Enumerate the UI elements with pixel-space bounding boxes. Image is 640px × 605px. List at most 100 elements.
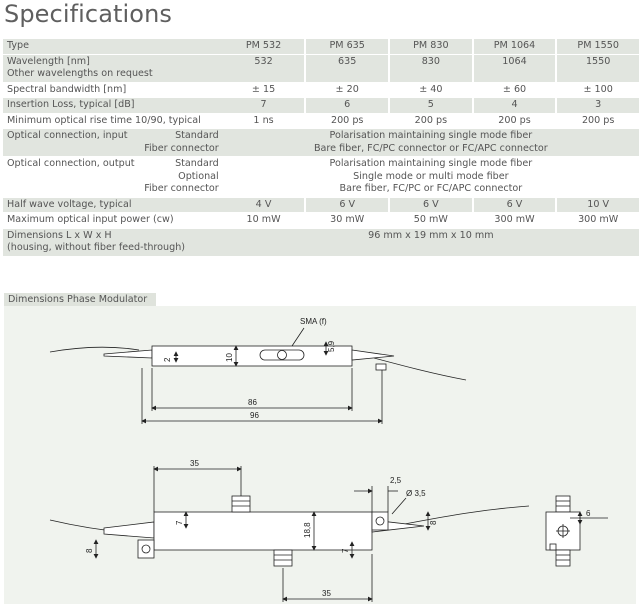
dim-label: 7 (341, 548, 350, 553)
cell-value: 830 (390, 53, 472, 82)
row-label: Spectral bandwidth [nm] (3, 81, 223, 98)
table-row: Maximum optical input power (cw) 10 mW 3… (3, 212, 639, 228)
table-row: Optical connection, output Standard Optio… (3, 156, 639, 197)
table-row: Minimum optical rise time 10/90, typical… (3, 112, 639, 129)
sma-connector-slot (259, 349, 305, 361)
table-row: Optical connection, input Standard Fiber … (3, 128, 639, 157)
row-sub-label: Fiber connector (144, 142, 219, 154)
table-row: Wavelength [nm]Other wavelengths on requ… (3, 53, 639, 82)
row-sub-label: Standard (175, 130, 219, 141)
side-sma-top-icon (555, 495, 571, 513)
side-view (545, 495, 608, 567)
dim-label: 86 (248, 398, 257, 407)
model-header: PM 1064 (473, 38, 556, 54)
cell-value: 200 ps (557, 112, 639, 129)
cell-value: 4 (473, 97, 556, 113)
table-row: Spectral bandwidth [nm] ± 15 ± 20 ± 40 ±… (3, 81, 639, 98)
top-view (49, 327, 467, 424)
dim-label: 8 (429, 520, 438, 525)
cell-value: ± 100 (557, 81, 639, 98)
cell-value: 4 V (222, 196, 305, 213)
table-header-row: Type PM 532 PM 635 PM 830 PM 1064 PM 155… (3, 38, 639, 54)
row-label: Wavelength [nm] (7, 55, 90, 67)
row-sub-label: Fiber connector (144, 183, 219, 194)
row-label: Optical connection, input (7, 130, 128, 141)
row-label: Maximum optical input power (cw) (3, 212, 223, 228)
model-header: PM 635 (306, 38, 389, 54)
cell-value: 30 mW (306, 212, 389, 228)
cell-value: 7 (222, 97, 305, 113)
sma-connector-top-icon (231, 495, 251, 513)
model-header: PM 1550 (557, 38, 639, 54)
cell-value: 5 (390, 97, 472, 113)
cell-value: 200 ps (390, 112, 472, 129)
cell-value: 10 V (557, 196, 639, 213)
dim-label: 96 (250, 411, 259, 420)
specifications-table: Type PM 532 PM 635 PM 830 PM 1064 PM 155… (3, 38, 639, 256)
fiber-left (49, 346, 140, 353)
cell-value: Bare fiber, FC/PC or FC/APC connector (339, 183, 523, 194)
dimension-drawing: SMA (f) 2 10 5,9 86 96 35 7 8 18,8 7 2,5… (49, 317, 608, 602)
cell-value: Single mode or multi mode fiber (353, 170, 509, 182)
row-label: Insertion Loss, typical [dB] (3, 97, 223, 113)
row-sub-label: Other wavelengths on request (7, 68, 153, 79)
modulator-housing (151, 345, 353, 367)
row-sub-label: (housing, without fiber feed-through) (7, 242, 186, 253)
cell-value: 6 V (306, 196, 389, 213)
mounting-tab-left (137, 539, 155, 559)
dim-label: 35 (190, 459, 199, 468)
model-header: PM 830 (390, 38, 472, 54)
table-row: Half wave voltage, typical 4 V 6 V 6 V 6… (3, 196, 639, 213)
dim-label: 35 (322, 589, 331, 598)
modulator-body (153, 511, 373, 551)
row-label: Half wave voltage, typical (3, 196, 223, 213)
row-label: Optical connection, output (7, 158, 135, 169)
sma-connector-icon (277, 350, 287, 360)
dim-label: 2 (163, 357, 172, 362)
cell-value: ± 40 (390, 81, 472, 98)
dim-label: 10 (225, 353, 234, 362)
cell-value: 6 (306, 97, 389, 113)
drawing-section-title: Dimensions Phase Modulator (4, 293, 156, 306)
cell-value: Polarisation maintaining single mode fib… (329, 158, 533, 169)
side-sma-bottom-icon (555, 549, 571, 567)
cell-value: 10 mW (222, 212, 305, 228)
cell-value: 300 mW (557, 212, 639, 228)
dim-label: 6 (586, 509, 591, 518)
cell-value: 200 ps (473, 112, 556, 129)
cell-value: 6 V (473, 196, 556, 213)
cell-value: 6 V (390, 196, 472, 213)
cell-value: 200 ps (306, 112, 389, 129)
type-label: Type (3, 38, 223, 54)
sma-label: SMA (f) (300, 317, 327, 326)
row-label: Dimensions L x W x H (7, 229, 112, 241)
sma-connector-bottom-icon (273, 549, 293, 567)
row-label: Minimum optical rise time 10/90, typical (3, 112, 223, 129)
table-row: Dimensions L x W x H (housing, without f… (3, 227, 639, 256)
cell-value: Bare fiber, FC/PC connector or FC/APC co… (313, 142, 548, 154)
page-title: Specifications (4, 0, 172, 28)
model-header: PM 532 (222, 38, 305, 54)
cell-value: Polarisation maintaining single mode fib… (329, 130, 533, 141)
dim-label: 7 (175, 520, 184, 525)
cell-value: 1 ns (222, 112, 305, 129)
cell-value: 1550 (557, 53, 639, 82)
row-sub-label: Optional (178, 170, 219, 182)
cell-value: 96 mm x 19 mm x 10 mm (222, 227, 639, 256)
cell-value: ± 60 (473, 81, 556, 98)
dim-label: 5,9 (327, 340, 336, 352)
cell-value: 1064 (473, 53, 556, 82)
row-sub-label: Standard (175, 158, 219, 169)
table-row: Insertion Loss, typical [dB] 7 6 5 4 3 (3, 97, 639, 113)
cell-value: 300 mW (473, 212, 556, 228)
cell-value: 635 (306, 53, 389, 82)
dim-label: 18,8 (303, 522, 312, 538)
cell-value: 3 (557, 97, 639, 113)
dim-label: 8 (85, 548, 94, 553)
cell-value: ± 15 (222, 81, 305, 98)
front-view (49, 466, 530, 602)
cell-value: ± 20 (306, 81, 389, 98)
fiber-right (373, 357, 467, 381)
dim-label: Ø 3,5 (406, 489, 426, 498)
dim-label: 2,5 (390, 476, 402, 485)
